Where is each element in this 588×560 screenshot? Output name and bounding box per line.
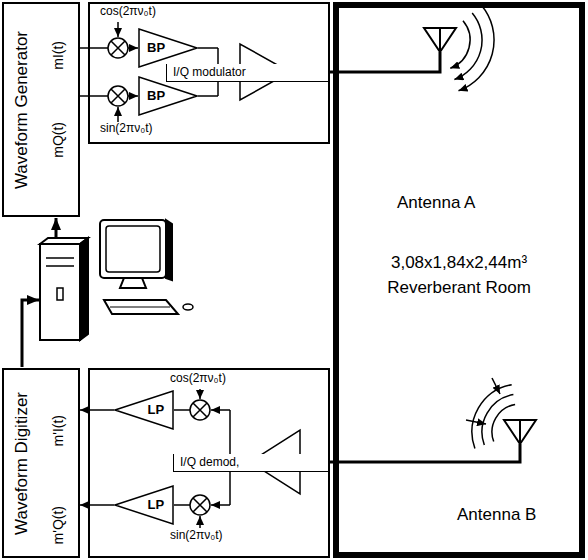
antenna-symbol xyxy=(424,28,456,52)
mixer-symbol xyxy=(190,400,210,420)
filter-label: BP xyxy=(147,41,165,56)
signal-connector xyxy=(80,504,114,506)
signal-connector xyxy=(80,409,114,411)
data-arrow xyxy=(55,218,58,237)
lo-wire xyxy=(117,22,119,37)
mixer-symbol xyxy=(190,495,210,515)
drive-slot xyxy=(46,265,74,267)
oscillator-label: sin(2πν₀t) xyxy=(100,122,153,136)
incoming-wave xyxy=(492,378,500,394)
antenna-symbol xyxy=(439,28,441,52)
mixer-cross xyxy=(193,403,207,417)
filter-outline xyxy=(115,486,173,524)
wire xyxy=(211,409,230,411)
signal-name: mI(t) xyxy=(50,41,66,70)
filter-outline xyxy=(114,485,174,525)
radiated-wave xyxy=(454,13,482,80)
incoming-wave xyxy=(482,395,513,445)
mixer-symbol xyxy=(108,38,128,106)
wire xyxy=(211,504,230,506)
lo-wire xyxy=(117,107,119,122)
computer-tower xyxy=(80,238,88,340)
oscillator-label: sin(2πν₀t) xyxy=(170,529,223,543)
filter-outline xyxy=(115,391,173,429)
incoming-wave xyxy=(466,378,515,448)
wire xyxy=(198,95,218,97)
box-title: Waveform Generator xyxy=(12,31,32,189)
filter-outline xyxy=(139,29,197,67)
module-title: I/Q modulator xyxy=(166,64,328,83)
filter-symbol: LP xyxy=(114,485,174,525)
filter-outline xyxy=(114,390,174,430)
filter-label: BP xyxy=(147,89,165,104)
room-title: 3,08x1,84x2,44m³ Reverberant Room xyxy=(359,250,559,301)
monitor-stand xyxy=(120,278,146,288)
filter-outline xyxy=(139,77,197,115)
mixer-cross xyxy=(111,89,125,103)
signal-name: m'Q(t) xyxy=(50,506,66,544)
antenna-symbol xyxy=(519,420,521,444)
monitor-screen xyxy=(106,226,160,272)
instrument-box: Waveform Digitizer m'I(t) m'Q(t) xyxy=(2,368,80,558)
lo-wire xyxy=(199,516,201,528)
radiated-wave xyxy=(450,5,494,91)
filter-symbol: LP xyxy=(114,390,174,430)
filter-symbol: BP xyxy=(138,28,198,68)
computer-illustration xyxy=(40,220,193,340)
antenna-label: Antenna A xyxy=(397,193,475,213)
wire xyxy=(198,47,218,49)
signal-name: mQ(t) xyxy=(50,122,66,158)
radiated-wave xyxy=(450,21,470,68)
antenna-label: Antenna B xyxy=(457,505,536,525)
mixer-symbol xyxy=(108,38,128,58)
filter-label: LP xyxy=(148,403,165,418)
module-title: I/Q demod, xyxy=(173,454,328,473)
wire xyxy=(174,409,190,411)
lo-wire xyxy=(199,389,201,399)
mixer-cross xyxy=(111,41,125,55)
box-title: Waveform Digitizer xyxy=(12,392,32,535)
filter-label: LP xyxy=(148,498,165,513)
oscillator-label: cos(2πν₀t) xyxy=(170,372,226,386)
monitor xyxy=(100,220,166,278)
drive-slot xyxy=(46,257,74,259)
incoming-wave xyxy=(492,404,515,441)
radiated-wave xyxy=(459,5,495,91)
data-arrow xyxy=(22,300,39,367)
antenna-symbol xyxy=(504,420,536,444)
instrument-box: Waveform Generator mI(t) mQ(t) xyxy=(2,2,80,217)
power-button xyxy=(57,288,63,300)
mouse xyxy=(183,304,193,310)
mixer-cross xyxy=(193,498,207,512)
keyboard xyxy=(104,300,178,314)
wire xyxy=(174,504,190,506)
keyboard-keys xyxy=(110,307,170,308)
oscillator-label: cos(2πν₀t) xyxy=(100,5,156,19)
room-box: 3,08x1,84x2,44m³ Reverberant Room xyxy=(333,2,585,558)
computer-tower xyxy=(40,244,80,340)
incoming-wave xyxy=(466,420,486,424)
mixer-symbol xyxy=(108,86,128,106)
incoming-wave xyxy=(472,385,512,449)
signal-name: m'I(t) xyxy=(50,415,66,446)
